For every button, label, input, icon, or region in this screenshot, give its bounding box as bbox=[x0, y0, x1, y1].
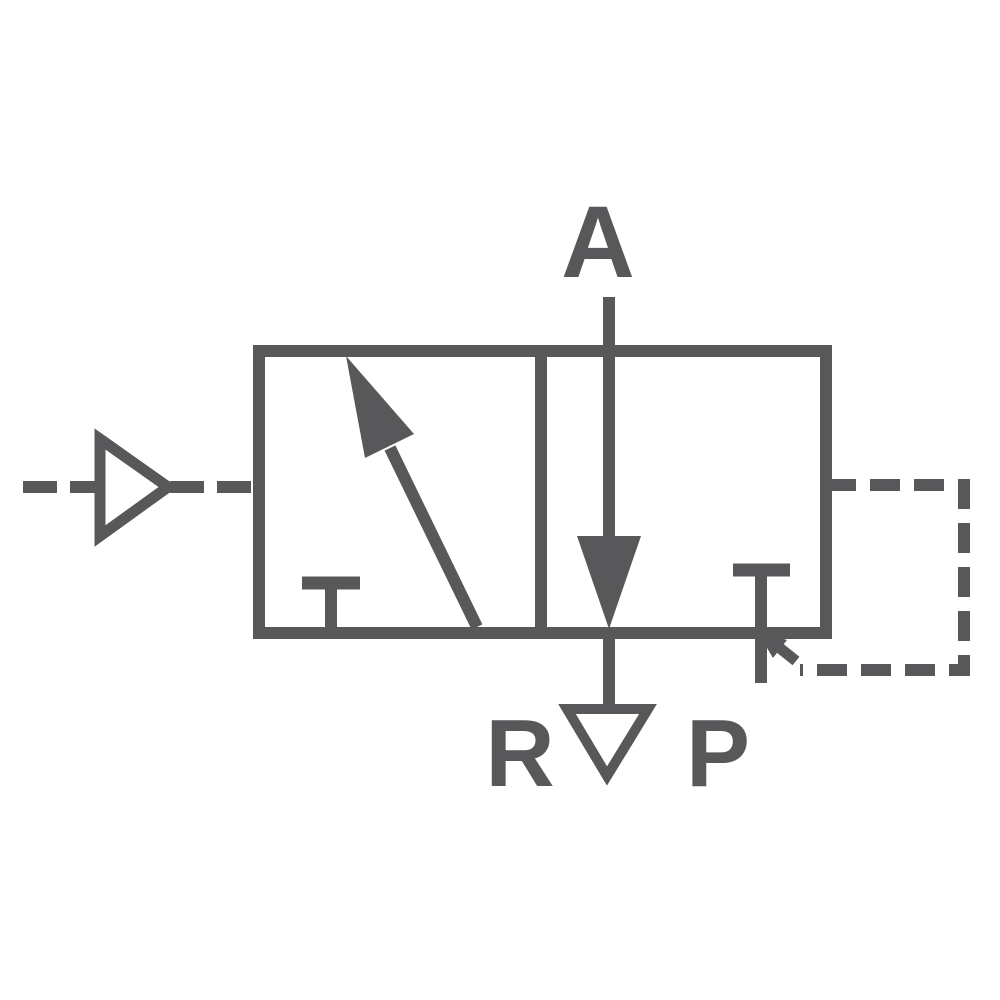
pilot-pressure-triangle-icon bbox=[94, 428, 178, 547]
pilot-return-loop bbox=[757, 479, 970, 676]
valve-position-box-right bbox=[535, 345, 832, 639]
flow-path-arrow-icon bbox=[346, 356, 414, 458]
pilot-return-dashed-line bbox=[800, 479, 970, 676]
port-label-p: P bbox=[686, 700, 750, 807]
left-position-symbols bbox=[302, 356, 483, 633]
port-label-r: R bbox=[485, 700, 554, 807]
valve-body bbox=[253, 345, 832, 639]
port-label-a: A bbox=[561, 185, 635, 299]
valve-position-box-left bbox=[253, 345, 547, 639]
exhaust-triangle-icon bbox=[558, 704, 657, 786]
flow-path-arrow-shaft bbox=[384, 445, 483, 630]
flow-path-arrow-icon bbox=[577, 536, 641, 629]
right-position-symbols bbox=[558, 297, 790, 786]
pilot-return-arrow-icon bbox=[757, 631, 787, 658]
pilot-actuator bbox=[23, 428, 253, 547]
